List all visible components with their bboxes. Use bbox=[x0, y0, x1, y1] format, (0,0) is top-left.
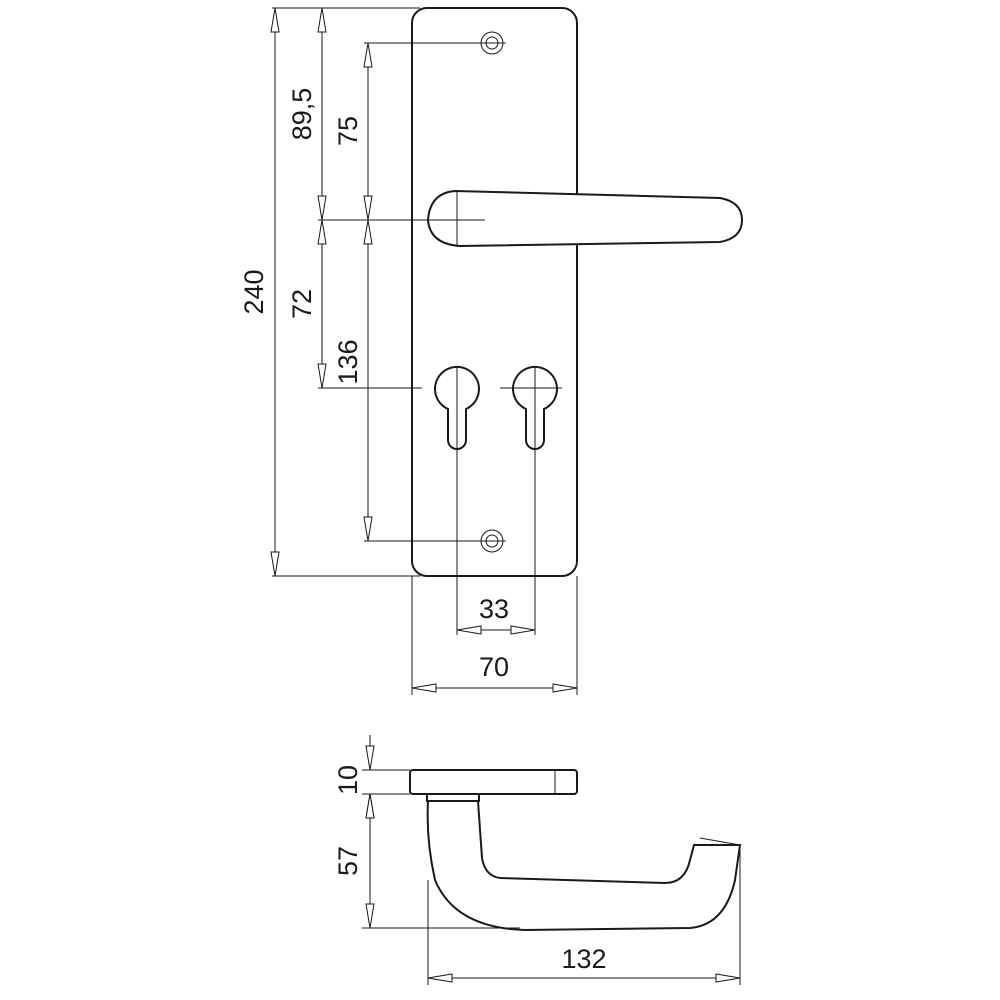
dimension-label-240: 240 bbox=[239, 269, 269, 314]
dimension-label-132: 132 bbox=[561, 944, 606, 974]
dimension-label-72: 72 bbox=[287, 289, 317, 319]
backplate bbox=[411, 7, 578, 577]
lever-profile bbox=[426, 800, 742, 932]
dimension-label-89-5: 89,5 bbox=[287, 88, 317, 141]
dimension-top-hole-to-lever: 75 bbox=[333, 42, 373, 221]
dimension-lever-to-keyhole: 72 bbox=[287, 219, 327, 389]
rose-profile bbox=[426, 793, 480, 802]
dimension-label-75: 75 bbox=[333, 116, 363, 146]
dimension-lever-projection: 57 bbox=[333, 793, 375, 929]
dimension-screw-to-lever: 89,5 bbox=[287, 7, 327, 221]
dimension-overall-height: 240 bbox=[239, 7, 280, 577]
dimension-label-70: 70 bbox=[479, 652, 509, 682]
dimension-plate-width: 70 bbox=[411, 652, 578, 693]
dimension-lever-to-bottom-hole: 136 bbox=[333, 219, 373, 542]
dimension-label-33: 33 bbox=[479, 594, 509, 624]
lever-handle bbox=[426, 189, 744, 248]
dimension-label-136: 136 bbox=[333, 339, 363, 384]
side-view: 10 57 132 bbox=[333, 735, 742, 985]
backplate-profile bbox=[409, 769, 578, 795]
dimension-label-10: 10 bbox=[333, 765, 363, 795]
dimension-keyhole-spacing: 33 bbox=[456, 594, 536, 635]
dimension-lever-length: 132 bbox=[427, 944, 741, 983]
dimension-label-57: 57 bbox=[333, 846, 363, 876]
front-view: 240 89,5 75 72 136 bbox=[239, 7, 744, 695]
